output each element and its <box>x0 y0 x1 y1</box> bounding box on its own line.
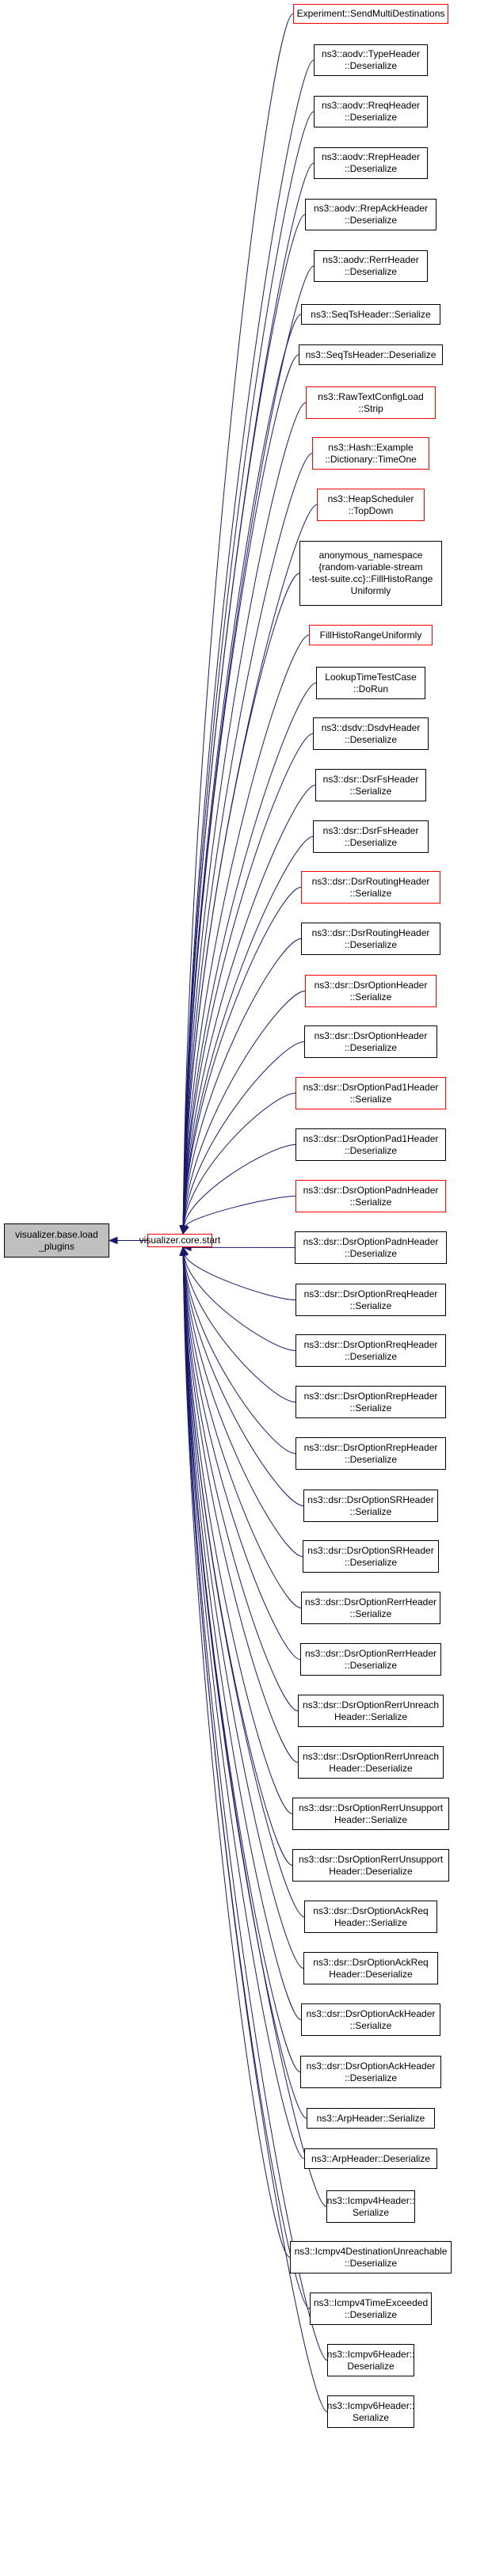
edge-arrowhead <box>179 1246 187 1256</box>
caller-node[interactable]: ns3::Icmpv4TimeExceeded ::Deserialize <box>310 2293 432 2325</box>
call-edge <box>183 1093 296 1227</box>
caller-node[interactable]: ns3::dsr::DsrRoutingHeader ::Serialize <box>301 871 440 904</box>
caller-node[interactable]: ns3::SeqTsHeader::Serialize <box>301 304 440 325</box>
call-edge <box>182 1254 293 1866</box>
caller-node[interactable]: ns3::dsr::DsrFsHeader ::Deserialize <box>313 820 429 853</box>
call-edge <box>183 991 306 1227</box>
call-edge <box>183 1254 303 1557</box>
caller-node[interactable]: ns3::dsr::DsrOptionPadnHeader ::Deserial… <box>295 1231 447 1264</box>
call-edge <box>182 887 302 1227</box>
caller-node[interactable]: ns3::dsr::DsrOptionAckHeader ::Serialize <box>301 2003 440 2036</box>
caller-node[interactable]: ns3::aodv::RerrHeader ::Deserialize <box>314 250 428 282</box>
call-edge <box>182 1254 299 1763</box>
caller-node[interactable]: ns3::dsr::DsrOptionRrepHeader ::Serializ… <box>295 1386 446 1418</box>
caller-node[interactable]: ns3::ArpHeader::Deserialize <box>304 2148 437 2169</box>
call-edge <box>183 1144 296 1227</box>
caller-node[interactable]: ns3::dsr::DsrOptionAckReq Header::Serial… <box>304 1901 437 1933</box>
call-edge <box>183 1254 304 1506</box>
call-edge <box>183 1254 296 1454</box>
caller-node[interactable]: ns3::dsr::DsrRoutingHeader ::Deserialize <box>301 923 440 955</box>
call-edge <box>182 1254 293 1814</box>
caller-node[interactable]: ns3::dsdv::DsdvHeader ::Deserialize <box>313 717 429 750</box>
caller-node[interactable]: ns3::dsr::DsrOptionHeader ::Deserialize <box>304 1025 437 1058</box>
call-edge <box>185 1196 296 1227</box>
caller-node[interactable]: ns3::dsr::DsrOptionRerrHeader ::Deserial… <box>300 1643 441 1676</box>
call-edge <box>183 1254 296 1402</box>
edge-arrowhead <box>181 1224 189 1235</box>
caller-node[interactable]: ns3::dsr::DsrOptionRreqHeader ::Serializ… <box>295 1284 446 1316</box>
call-edge <box>182 402 307 1227</box>
caller-node[interactable]: ns3::dsr::DsrOptionAckHeader ::Deseriali… <box>300 2056 441 2088</box>
hub-node-core-start[interactable]: visualizer.core.start <box>139 1234 221 1247</box>
caller-node[interactable]: ns3::dsr::DsrOptionSRHeader ::Deserializ… <box>303 1540 439 1573</box>
caller-node[interactable]: LookupTimeTestCase ::DoRun <box>316 667 425 699</box>
caller-node[interactable]: ns3::dsr::DsrOptionSRHeader ::Serialize <box>303 1490 438 1522</box>
call-edge <box>182 265 315 1227</box>
call-edge <box>182 1254 302 1608</box>
call-edge <box>182 683 317 1227</box>
caller-node[interactable]: ns3::SeqTsHeader::Deserialize <box>299 344 443 365</box>
caller-node[interactable]: ns3::Icmpv4DestinationUnreachable ::Dese… <box>290 2241 452 2274</box>
call-edge <box>183 938 302 1227</box>
call-edge <box>182 1254 302 2020</box>
caller-node[interactable]: ns3::dsr::DsrFsHeader ::Serialize <box>315 769 426 801</box>
caller-node[interactable]: ns3::Icmpv4Header:: Serialize <box>326 2190 415 2223</box>
caller-node[interactable]: ns3::Icmpv6Header:: Serialize <box>327 2395 414 2428</box>
caller-node[interactable]: ns3::dsr::DsrOptionHeader ::Serialize <box>305 975 437 1007</box>
call-edge <box>182 59 315 1227</box>
call-edge <box>182 1254 305 2159</box>
call-edge <box>182 785 316 1227</box>
caller-node[interactable]: ns3::aodv::RrepHeader ::Deserialize <box>314 147 428 179</box>
caller-node[interactable]: ns3::dsr::DsrOptionRerrUnsupport Header:… <box>292 1798 449 1830</box>
call-edge <box>182 1254 301 1660</box>
caller-node[interactable]: ns3::RawTextConfigLoad ::Strip <box>306 386 436 419</box>
caller-node[interactable]: ns3::dsr::DsrOptionRerrUnreach Header::S… <box>298 1695 444 1727</box>
caller-node[interactable]: ns3::dsr::DsrOptionRerrUnsupport Header:… <box>292 1849 449 1882</box>
caller-node[interactable]: anonymous_namespace {random-variable-str… <box>299 541 442 606</box>
caller-node[interactable]: ns3::dsr::DsrOptionPadnHeader ::Serializ… <box>295 1180 446 1212</box>
call-edge <box>183 1041 305 1227</box>
caller-node[interactable]: ns3::aodv::TypeHeader ::Deserialize <box>314 44 428 76</box>
caller-node[interactable]: ns3::ArpHeader::Serialize <box>307 2108 435 2129</box>
root-node-load-plugins: visualizer.base.load _plugins <box>4 1223 109 1258</box>
call-edge <box>182 634 310 1227</box>
caller-node[interactable]: ns3::Hash::Example ::Dictionary::TimeOne <box>312 437 429 470</box>
caller-node[interactable]: ns3::HeapScheduler ::TopDown <box>317 489 425 521</box>
caller-node[interactable]: ns3::dsr::DsrOptionRrepHeader ::Deserial… <box>295 1437 446 1470</box>
call-edge <box>182 1254 301 2072</box>
caller-node[interactable]: ns3::aodv::RrepAckHeader ::Deserialize <box>305 199 437 230</box>
call-edge <box>182 504 318 1227</box>
caller-node[interactable]: ns3::Icmpv6Header:: Deserialize <box>327 2344 414 2376</box>
caller-node[interactable]: Experiment::SendMultiDestinations <box>293 4 448 24</box>
call-edge <box>182 1254 299 1711</box>
caller-node[interactable]: ns3::dsr::DsrOptionAckReq Header::Deseri… <box>303 1952 438 1984</box>
call-edge <box>182 836 314 1227</box>
caller-node[interactable]: ns3::dsr::DsrOptionRreqHeader ::Deserial… <box>295 1334 446 1367</box>
call-edge <box>182 111 315 1227</box>
caller-node[interactable]: FillHistoRangeUniformly <box>309 625 433 645</box>
caller-node[interactable]: ns3::dsr::DsrOptionPad1Header ::Serializ… <box>295 1077 446 1109</box>
call-edge <box>182 13 294 1227</box>
call-edge <box>183 1254 296 1351</box>
call-edge <box>182 453 313 1227</box>
call-edge <box>182 1254 291 2258</box>
caller-node[interactable]: ns3::dsr::DsrOptionPad1Header ::Deserial… <box>295 1128 446 1161</box>
call-edge <box>184 1254 296 1300</box>
caller-node[interactable]: ns3::aodv::RreqHeader ::Deserialize <box>314 96 428 127</box>
caller-node[interactable]: ns3::dsr::DsrOptionRerrUnreach Header::D… <box>298 1746 444 1779</box>
call-edge <box>182 733 314 1227</box>
call-edge <box>182 1254 304 1969</box>
caller-node[interactable]: ns3::dsr::DsrOptionRerrHeader ::Serializ… <box>301 1592 440 1624</box>
call-edge <box>182 162 315 1227</box>
